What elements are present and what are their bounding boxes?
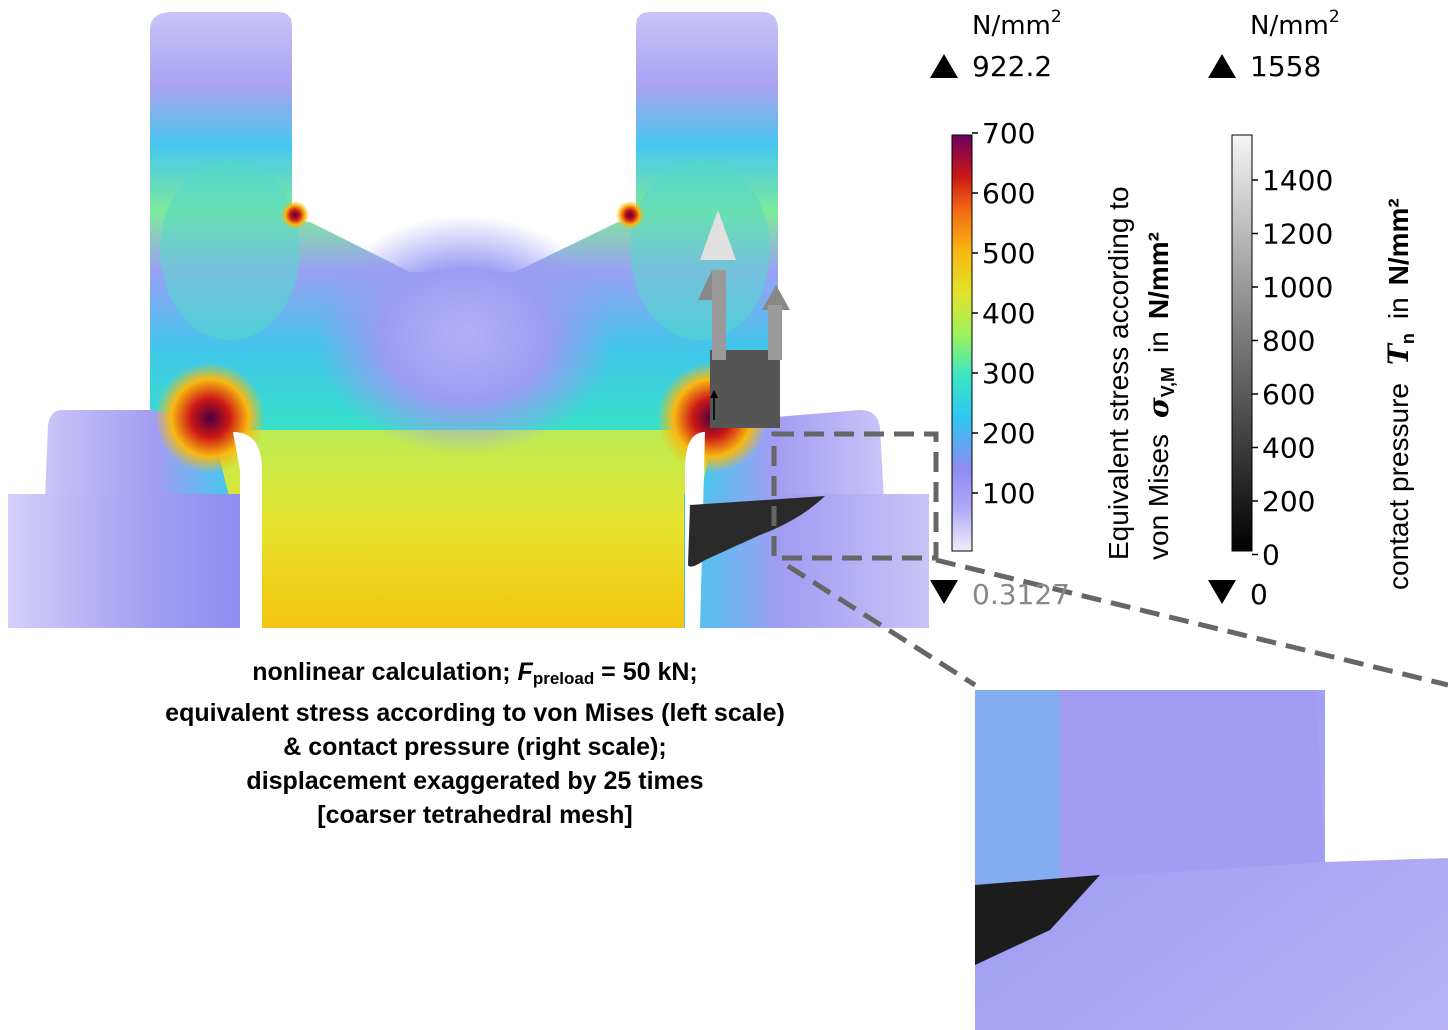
pressure-scale-max: 1558	[1250, 50, 1321, 83]
pressure-scale-unit: N/mm2	[1250, 7, 1340, 41]
stress-max-triangle-icon	[930, 54, 958, 78]
hotspot-top-left	[281, 201, 309, 229]
pressure-tick-label: 1000	[1262, 271, 1333, 304]
pressure-tick-label: 200	[1262, 485, 1315, 518]
stress-tick-label: 500	[982, 237, 1035, 270]
pressure-tick-label: 0	[1262, 539, 1280, 572]
caption-line-5: [coarser tetrahedral mesh]	[317, 801, 633, 829]
stress-scale: N/mm2 922.2 700 600 500 400 300 200 100 0.3127…	[930, 7, 1178, 611]
left-plate	[8, 494, 243, 628]
pressure-tick-label: 800	[1262, 325, 1315, 358]
stress-scale-max: 922.2	[972, 50, 1052, 83]
pressure-color-bar	[1231, 134, 1253, 552]
zoom-detail	[975, 690, 1448, 1030]
figure-caption: nonlinear calculation; Fpreload = 50 kN;…	[0, 655, 950, 832]
stress-scale-min: 0.3127	[972, 578, 1070, 611]
stress-tick-label: 400	[982, 297, 1035, 330]
stress-scale-title-line2: von MisesσV,MinN/mm²	[1142, 232, 1178, 560]
contact-pressure-arrows	[698, 210, 790, 428]
stress-scale-title-line1: Equivalent stress according to	[1103, 186, 1134, 560]
hotspot-top-right	[616, 201, 644, 229]
stress-tick-label: 300	[982, 357, 1035, 390]
stress-tick-label: 600	[982, 177, 1035, 210]
fea-model	[8, 12, 1448, 688]
pressure-tick-label: 1400	[1262, 164, 1333, 197]
stress-tick-label: 700	[982, 117, 1035, 150]
stress-tick-label: 200	[982, 417, 1035, 450]
zoom-leader-left	[786, 563, 977, 688]
pressure-max-triangle-icon	[1208, 54, 1236, 78]
zoom-leader-right	[935, 557, 1448, 688]
pressure-min-triangle-icon	[1208, 580, 1236, 604]
zoom-box	[771, 431, 939, 561]
stress-scale-unit: N/mm2	[972, 7, 1062, 41]
pressure-tick-label: 1200	[1262, 218, 1333, 251]
pressure-scale-min: 0	[1250, 578, 1268, 611]
upper-body	[150, 12, 778, 430]
gap-left	[233, 432, 262, 630]
pressure-scale: N/mm2 1558 1400 1200 1000 800 600 400 200 0 0 c…	[1208, 7, 1418, 611]
stress-tick-label: 100	[982, 477, 1035, 510]
caption-line-3: & contact pressure (right scale);	[283, 733, 667, 761]
stress-color-bar	[951, 134, 973, 552]
stress-band-left	[160, 160, 300, 340]
caption-line-4: displacement exaggerated by 25 times	[246, 767, 704, 795]
pressure-tick-label: 400	[1262, 432, 1315, 465]
caption-line-1: nonlinear calculation; Fpreload = 50 kN;	[252, 658, 698, 688]
caption-line-2: equivalent stress according to von Mises…	[165, 699, 785, 727]
pressure-tick-label: 600	[1262, 378, 1315, 411]
contact-region-dark	[688, 496, 825, 567]
pressure-scale-title: contact pressureTninN/mm²	[1382, 198, 1418, 590]
center-low-stress	[315, 215, 615, 455]
stress-min-triangle-icon	[930, 580, 958, 604]
stress-band-right	[630, 160, 770, 340]
